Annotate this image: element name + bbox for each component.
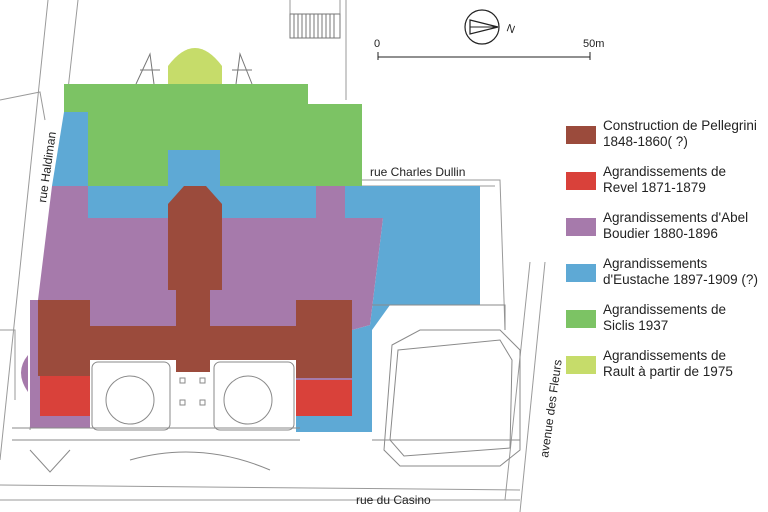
legend-item-siclis: Agrandissements de Siclis 1937 — [566, 302, 766, 348]
street-label-casino: rue du Casino — [356, 493, 431, 507]
legend-item-rault: Agrandissements de Rault à partir de 197… — [566, 348, 766, 394]
zone-boudier — [30, 186, 383, 428]
legend: Construction de Pellegrini 1848-1860( ?)… — [566, 118, 766, 394]
legend-swatch — [566, 172, 596, 190]
legend-line1: Agrandissements de — [603, 302, 727, 317]
north-arrow-icon: N — [464, 9, 517, 45]
legend-swatch — [566, 310, 596, 328]
legend-item-boudier: Agrandissements d'Abel Boudier 1880-1896 — [566, 210, 766, 256]
legend-line2: Siclis 1937 — [603, 318, 669, 333]
top-structure — [135, 13, 341, 85]
legend-swatch — [566, 356, 596, 374]
legend-line2: Revel 1871-1879 — [603, 180, 706, 195]
casino-building — [372, 304, 521, 467]
legend-swatch — [566, 126, 596, 144]
legend-line1: Agrandissements — [603, 256, 708, 271]
street-label-charles-dullin: rue Charles Dullin — [370, 165, 465, 179]
garden-outlines — [12, 361, 300, 473]
zone-rault — [168, 48, 222, 84]
north-label: N — [505, 22, 517, 36]
legend-swatch — [566, 218, 596, 236]
legend-line2: Boudier 1880-1896 — [603, 226, 718, 241]
scale-bar: 0 50m — [374, 38, 604, 60]
legend-swatch — [566, 264, 596, 282]
zone-revel-left — [40, 376, 90, 416]
zone-siclis — [64, 84, 362, 186]
legend-line2: Rault à partir de 1975 — [603, 364, 733, 379]
scale-end-label: 50m — [583, 38, 604, 50]
zone-pellegrini — [38, 186, 352, 378]
zone-eustache-right — [296, 186, 480, 432]
legend-line1: Agrandissements de — [603, 164, 727, 179]
legend-line2: 1848-1860( ?) — [603, 134, 688, 149]
zone-revel-right — [296, 380, 352, 416]
legend-item-revel: Agrandissements de Revel 1871-1879 — [566, 164, 766, 210]
zone-eustache-left — [52, 112, 88, 186]
zone-eustache-center — [88, 150, 345, 218]
legend-line1: Construction de Pellegrini — [603, 118, 757, 133]
zone-boudier-bump — [21, 355, 28, 392]
street-label-fleurs: avenue des Fleurs — [537, 359, 565, 459]
legend-line1: Agrandissements d'Abel — [603, 210, 749, 225]
legend-item-eustache: Agrandissements d'Eustache 1897-1909 (?) — [566, 256, 766, 302]
legend-line2: d'Eustache 1897-1909 (?) — [603, 272, 758, 287]
scale-start-label: 0 — [374, 38, 380, 50]
legend-item-pellegrini: Construction de Pellegrini 1848-1860( ?) — [566, 118, 766, 164]
street-outlines — [0, 0, 546, 512]
legend-line1: Agrandissements de — [603, 348, 727, 363]
